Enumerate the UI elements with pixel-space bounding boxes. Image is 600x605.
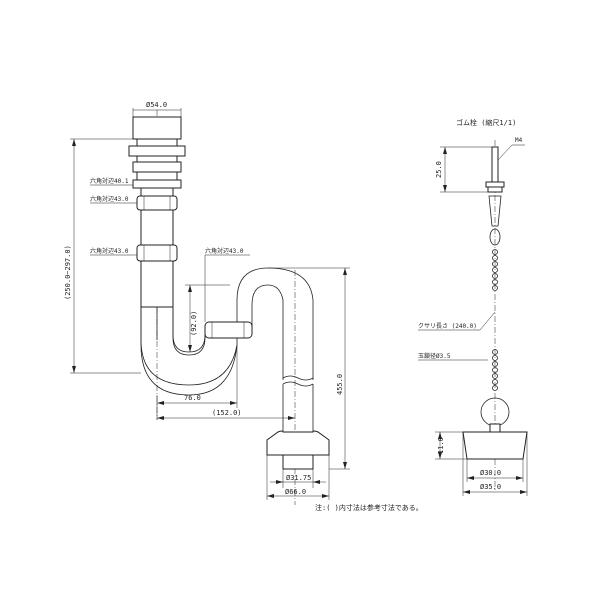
body-upper <box>140 187 174 197</box>
upper-washer <box>136 155 178 163</box>
top-strainer <box>132 116 182 140</box>
dim-thread: M4 <box>515 137 523 144</box>
strainer-flange <box>128 145 186 157</box>
dim-height-25: 25.0 <box>435 161 443 178</box>
trap-nut <box>204 321 253 339</box>
pipe-break-2 <box>282 381 314 387</box>
footnote: 注:( )内寸法は参考寸法である。 <box>315 503 423 512</box>
floor-flange <box>266 430 330 456</box>
drain-outlet <box>282 454 314 470</box>
trap-inner <box>172 307 206 356</box>
tailpiece-lower <box>140 260 174 308</box>
dim-trap-depth: (92.0) <box>190 311 198 336</box>
nut-3 <box>136 244 178 262</box>
rubber-plug-view: ゴム栓 (縮尺1/1) M4 25.0 クサ <box>418 118 528 496</box>
dim-nut-2: 六角対辺43.0 <box>90 195 129 203</box>
plug-stem <box>489 423 501 433</box>
dim-chain-dia: 玉鎖径Ø3.5 <box>418 352 451 360</box>
dim-offset-152: (152.0) <box>212 409 242 417</box>
plug-rod <box>491 146 499 183</box>
trap-bend-inner <box>140 307 238 386</box>
s-trap-view: Ø54.0 六角対辺40.1 六角対辺43.0 六角対辺43.0 六角対辺43.… <box>64 101 350 505</box>
dim-chain-len: クサリ長さ (240.0) <box>418 323 477 330</box>
dim-plug-bottom-dia: Ø35.0 <box>480 483 501 491</box>
strainer-neck <box>136 138 178 147</box>
dim-nut-4: 六角対辺43.0 <box>205 247 244 255</box>
dim-height-455: 455.0 <box>336 374 344 395</box>
dim-nut-1: 六角対辺40.1 <box>90 177 129 185</box>
tailpiece-upper <box>140 209 174 246</box>
dim-plug-top-dia: Ø30.0 <box>480 469 501 477</box>
plug-rod-washer <box>485 181 505 188</box>
nut-1 <box>132 161 182 173</box>
washer-2 <box>136 171 178 181</box>
dim-plug-h: 11.0 <box>437 437 445 454</box>
nut-2 <box>136 195 178 211</box>
plug-title: ゴム栓 (縮尺1/1) <box>456 118 516 127</box>
chain-ring-top <box>489 228 501 246</box>
nut-1b <box>132 179 182 189</box>
gooseneck-inner <box>251 284 284 380</box>
plug-body <box>462 431 528 460</box>
dim-top-dia: Ø54.0 <box>146 101 167 109</box>
dim-pipe-dia: Ø31.75 <box>286 474 311 482</box>
dim-flange-dia: Ø66.0 <box>285 488 306 496</box>
pipe-break-1 <box>282 375 314 381</box>
dim-nut-3: 六角対辺43.0 <box>90 247 129 255</box>
dim-total-height: (250.0~297.0) <box>64 245 72 300</box>
dim-offset-76: 76.0 <box>184 394 201 402</box>
chain-hook <box>488 195 502 227</box>
